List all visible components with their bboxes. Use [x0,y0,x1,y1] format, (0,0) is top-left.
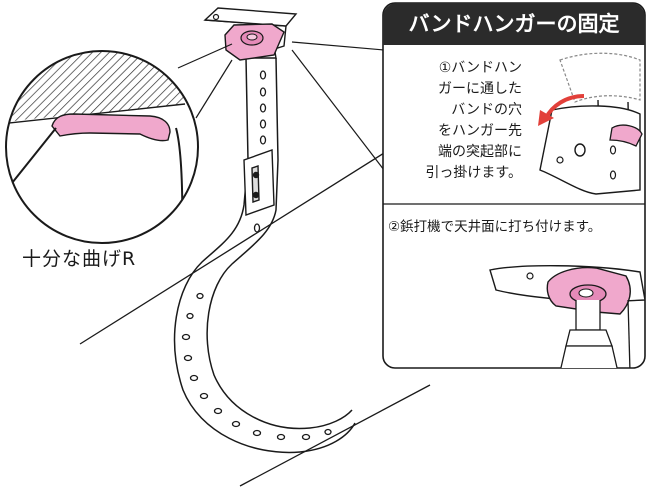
step1-illustration [539,52,643,195]
step1-text: ①バンドハン ガーに通した バンドの穴 をハンガー先 端の突起部に 引っ掛けます… [425,60,522,181]
callout-lines [177,41,385,171]
magnified-view [5,50,199,244]
band-clamp [243,149,275,216]
band-holes-loop [181,292,332,441]
bend-radius-caption: 十分な曲げR [22,248,137,270]
band [173,57,356,454]
ceiling-hanger [203,7,298,61]
arrow-icon [538,94,585,126]
pipe [79,142,431,487]
step2-text: ②鋲打機で天井面に打ち付けます。 [388,219,602,235]
panel-title: バンドハンガーの固定 [383,3,645,45]
step2-illustration [489,265,645,368]
